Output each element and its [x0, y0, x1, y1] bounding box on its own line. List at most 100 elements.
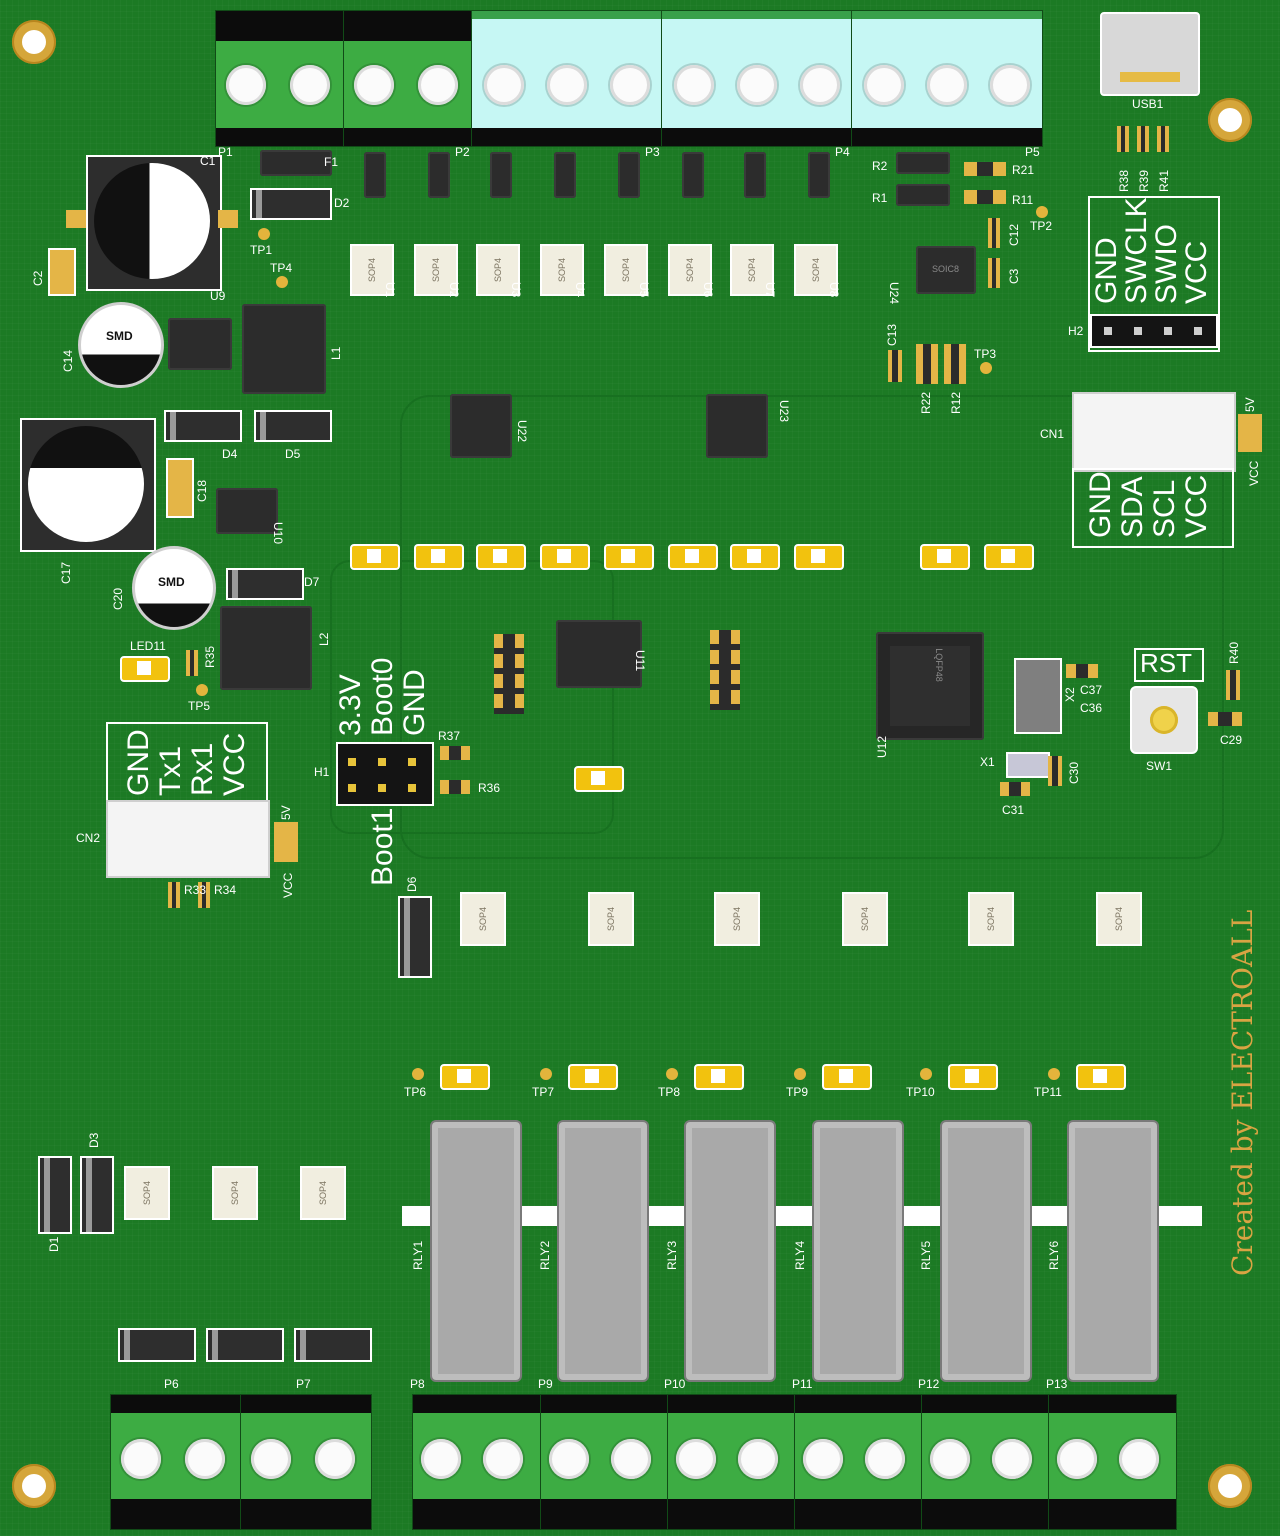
swd-pin-header[interactable] — [1090, 314, 1218, 348]
led-relay-3 — [694, 1064, 744, 1090]
testpoint-tp10[interactable] — [920, 1068, 932, 1080]
testpoint-tp6[interactable] — [412, 1068, 424, 1080]
terminal-block-p4[interactable] — [661, 10, 853, 147]
terminal-block-p10[interactable] — [667, 1394, 796, 1530]
resistor-input — [364, 152, 386, 198]
resistor-input — [618, 152, 640, 198]
trace-outline — [330, 560, 614, 834]
swd-label-swio: SWIO — [1150, 224, 1183, 304]
sop-marking: SOP4 — [747, 257, 757, 283]
terminal-block-p3[interactable] — [471, 10, 663, 147]
label-c17: C17 — [59, 561, 73, 584]
label-d7: D7 — [304, 575, 320, 589]
testpoint-tp3[interactable] — [980, 362, 992, 374]
label-r2: R2 — [872, 159, 888, 173]
capacitor-c12 — [988, 218, 1000, 248]
swd-label-swclk: SWCLK — [1120, 197, 1153, 304]
label-u2: U2 — [447, 282, 461, 298]
terminal-block-p11[interactable] — [794, 1394, 923, 1530]
label-u6: U6 — [701, 282, 715, 298]
diode-d3 — [80, 1156, 114, 1234]
label-u9: U9 — [210, 289, 226, 303]
uart-label-tx1: Tx1 — [154, 745, 187, 796]
sop-marking: SOP4 — [606, 906, 616, 932]
label-u1: U1 — [383, 282, 397, 298]
terminal-block-p6[interactable] — [110, 1394, 242, 1530]
optocoupler-u2: SOP4 — [414, 244, 458, 296]
label-rly1: RLY1 — [411, 1240, 425, 1270]
label-r40: R40 — [1227, 641, 1241, 664]
swd-header-frame — [1088, 196, 1220, 352]
terminal-block-p5[interactable] — [851, 10, 1043, 147]
terminal-block-p12[interactable] — [921, 1394, 1050, 1530]
led-relay-5 — [948, 1064, 998, 1090]
label-c12: C12 — [1007, 223, 1021, 246]
jumper-5v-vcc — [1238, 414, 1262, 452]
optocoupler-u5: SOP4 — [604, 244, 648, 296]
resistor-input — [428, 152, 450, 198]
capacitor-c1 — [86, 155, 222, 291]
reset-button-sw1[interactable] — [1130, 686, 1198, 754]
usb-connector[interactable] — [1100, 12, 1200, 96]
label-tp1: TP1 — [250, 243, 273, 257]
testpoint-tp7[interactable] — [540, 1068, 552, 1080]
capacitor-c3 — [988, 258, 1000, 288]
terminal-block-p1[interactable] — [215, 10, 345, 147]
diode-d7 — [226, 568, 304, 600]
crystal-x2 — [1014, 658, 1062, 734]
relay-rly3 — [684, 1120, 776, 1382]
boot-pin-header[interactable] — [336, 742, 434, 806]
terminal-block-p9[interactable] — [540, 1394, 669, 1530]
c20-marking-smd: SMD — [158, 575, 185, 589]
terminal-block-p13[interactable] — [1048, 1394, 1177, 1530]
sop-marking: SOP4 — [230, 1180, 240, 1206]
led-input — [730, 544, 780, 570]
diode-d5 — [254, 410, 332, 442]
label-p2: P2 — [455, 145, 470, 159]
testpoint-tp5[interactable] — [196, 684, 208, 696]
i2c-label-vcc-jumper: VCC — [1247, 460, 1261, 486]
testpoint-tp4[interactable] — [276, 276, 288, 288]
led-input — [920, 544, 970, 570]
resistor-input — [744, 152, 766, 198]
led-input — [540, 544, 590, 570]
terminal-block-p8[interactable] — [412, 1394, 542, 1530]
i2c-connector-cn1[interactable] — [1072, 392, 1236, 472]
diode-d6 — [398, 896, 432, 978]
sop-marking: SOP4 — [685, 257, 695, 283]
label-p13: P13 — [1046, 1377, 1068, 1391]
diode-lower-3 — [294, 1328, 372, 1362]
testpoint-tp2[interactable] — [1036, 206, 1048, 218]
label-d3: D3 — [87, 1132, 101, 1148]
resistor-r1 — [896, 184, 950, 206]
label-p7: P7 — [296, 1377, 311, 1391]
label-c36: C36 — [1080, 701, 1103, 715]
testpoint-tp1[interactable] — [258, 228, 270, 240]
mounting-hole-top-right — [1208, 98, 1252, 142]
sop-marking: SOP4 — [318, 1180, 328, 1206]
testpoint-tp8[interactable] — [666, 1068, 678, 1080]
label-c37: C37 — [1080, 683, 1103, 697]
label-c20: C20 — [111, 587, 125, 610]
label-rly3: RLY3 — [665, 1240, 679, 1270]
sop-marking: SOP4 — [431, 257, 441, 283]
label-tp9: TP9 — [786, 1085, 809, 1099]
label-rly6: RLY6 — [1047, 1240, 1061, 1270]
testpoint-tp11[interactable] — [1048, 1068, 1060, 1080]
optocoupler-relay-4: SOP4 — [842, 892, 888, 946]
terminal-block-p7[interactable] — [240, 1394, 372, 1530]
i2c-label-sda: SDA — [1116, 476, 1149, 538]
capacitor-c37 — [1066, 664, 1098, 678]
label-r34: R34 — [214, 883, 237, 897]
uart-connector-cn2[interactable] — [106, 800, 270, 878]
credit-text: Created by ELECTROALL — [1226, 909, 1259, 1276]
label-usb1: USB1 — [1132, 97, 1164, 111]
testpoint-tp9[interactable] — [794, 1068, 806, 1080]
ic-u9 — [168, 318, 232, 370]
c14-marking-smd: SMD — [106, 329, 133, 343]
label-r41: R41 — [1157, 169, 1171, 192]
label-r11: R11 — [1012, 193, 1034, 207]
label-u7: U7 — [763, 282, 777, 298]
terminal-block-p2[interactable] — [343, 10, 473, 147]
led-relay-4 — [822, 1064, 872, 1090]
